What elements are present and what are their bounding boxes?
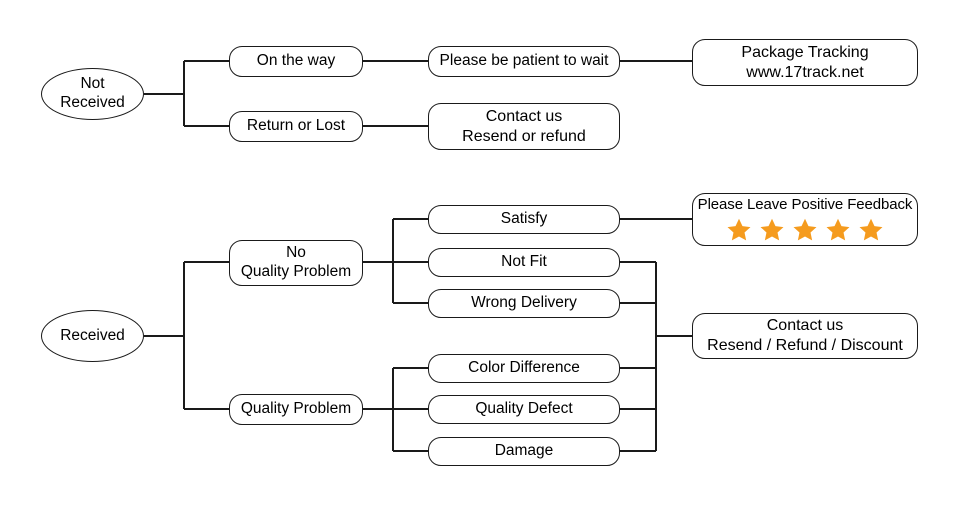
node-received[interactable]: Received (41, 310, 144, 362)
node-positive-feedback-title: Please Leave Positive Feedback (697, 195, 913, 213)
node-quality-problem-label: Quality Problem (240, 400, 352, 418)
node-color-difference-label: Color Difference (468, 359, 580, 377)
node-not-fit-label: Not Fit (501, 253, 547, 271)
node-wrong-delivery[interactable]: Wrong Delivery (428, 289, 620, 318)
node-damage-label: Damage (494, 442, 554, 460)
star-icon[interactable] (792, 217, 818, 243)
node-not-received[interactable]: Not Received (41, 68, 144, 120)
star-icon[interactable] (726, 217, 752, 243)
node-return-or-lost-label: Return or Lost (246, 117, 346, 135)
node-package-tracking-line2: www.17track.net (746, 63, 864, 81)
node-no-quality-problem[interactable]: No Quality Problem (229, 240, 363, 286)
node-damage[interactable]: Damage (428, 437, 620, 466)
node-package-tracking-line1: Package Tracking (741, 43, 869, 61)
node-contact-resend-refund-discount-line1: Contact us (766, 317, 844, 335)
node-not-received-line2: Received (60, 94, 125, 111)
node-quality-defect-label: Quality Defect (475, 400, 573, 418)
node-quality-problem[interactable]: Quality Problem (229, 394, 363, 425)
node-contact-resend-or-refund-line2: Resend or refund (462, 127, 586, 145)
node-please-be-patient-label: Please be patient to wait (439, 52, 609, 70)
node-package-tracking[interactable]: Package Tracking www.17track.net (692, 39, 918, 86)
node-contact-resend-or-refund[interactable]: Contact us Resend or refund (428, 103, 620, 150)
node-not-fit[interactable]: Not Fit (428, 248, 620, 277)
star-icon[interactable] (759, 217, 785, 243)
node-contact-resend-refund-discount-line2: Resend / Refund / Discount (707, 337, 903, 354)
node-received-label: Received (60, 326, 125, 344)
star-icon[interactable] (858, 217, 884, 243)
node-please-be-patient[interactable]: Please be patient to wait (428, 46, 620, 77)
node-satisfy[interactable]: Satisfy (428, 205, 620, 234)
node-quality-defect[interactable]: Quality Defect (428, 395, 620, 424)
node-return-or-lost[interactable]: Return or Lost (229, 111, 363, 142)
node-contact-resend-or-refund-line1: Contact us (485, 107, 563, 125)
node-positive-feedback[interactable]: Please Leave Positive Feedback (692, 193, 918, 246)
node-color-difference[interactable]: Color Difference (428, 354, 620, 383)
node-no-quality-problem-line1: No (286, 244, 306, 262)
rating-stars[interactable] (726, 217, 884, 243)
node-no-quality-problem-line2: Quality Problem (240, 263, 352, 280)
node-on-the-way[interactable]: On the way (229, 46, 363, 77)
node-contact-resend-refund-discount[interactable]: Contact us Resend / Refund / Discount (692, 313, 918, 359)
node-wrong-delivery-label: Wrong Delivery (471, 294, 577, 312)
node-satisfy-label: Satisfy (500, 210, 548, 228)
star-icon[interactable] (825, 217, 851, 243)
node-not-received-line1: Not (80, 75, 105, 93)
node-on-the-way-label: On the way (256, 52, 336, 70)
